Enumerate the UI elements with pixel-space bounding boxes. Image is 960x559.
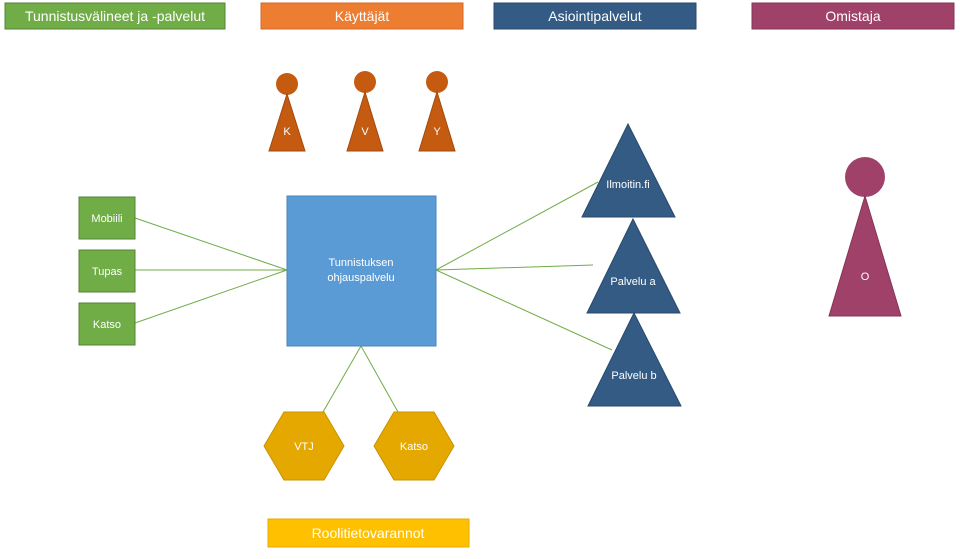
service-ilmoitin-label: Ilmoitin.fi: [606, 179, 649, 191]
user-y-label: Y: [433, 126, 441, 138]
central-service: Tunnistuksen ohjauspalvelu: [286, 195, 437, 347]
header-users-bar: [260, 2, 464, 30]
user-k-body: [268, 92, 306, 152]
user-y-body: [418, 90, 456, 152]
user-v-head: [354, 71, 376, 93]
role-store-katso: Katso: [373, 411, 455, 481]
user-k-label: K: [283, 126, 291, 138]
role-store-vtj: VTJ: [263, 411, 345, 481]
id-method-katso-box: [78, 302, 136, 346]
connector-katso-store: [360, 345, 399, 413]
header-identification-bar: [4, 2, 226, 30]
central-service-label-line1: Tunnistuksen: [328, 257, 393, 269]
service-ilmoitin: Ilmoitin.fi: [581, 122, 676, 218]
service-ilmoitin-shape: [581, 122, 676, 218]
owner-head: [845, 157, 885, 197]
user-v-label: V: [361, 126, 369, 138]
user-k: K: [268, 73, 306, 152]
id-method-mobiili: Mobiili: [78, 196, 136, 240]
connector-ilmoitin: [435, 181, 599, 271]
user-y-head: [426, 71, 448, 93]
service-palvelu-a: Palvelu a: [586, 217, 681, 314]
central-service-label-line2: ohjauspalvelu: [327, 272, 394, 284]
central-service-box: [286, 195, 437, 347]
connector-palvelu-b: [435, 269, 613, 351]
id-method-tupas: Tupas: [78, 249, 136, 293]
user-k-head: [276, 73, 298, 95]
user-y: Y: [418, 71, 456, 152]
header-owner-bar: [751, 2, 955, 30]
header-role-stores-bar: [267, 518, 470, 548]
connector-palvelu-a: [435, 264, 594, 271]
owner: O: [828, 157, 902, 317]
connectors: [134, 181, 613, 413]
user-v-body: [346, 90, 384, 152]
role-store-katso-label: Katso: [400, 441, 428, 453]
header-services-bar: [493, 2, 697, 30]
header-users: Käyttäjät: [335, 8, 390, 24]
service-palvelu-a-label: Palvelu a: [610, 276, 656, 288]
id-method-katso: Katso: [78, 302, 136, 346]
service-palvelu-b-shape: [587, 311, 682, 407]
id-method-katso-label: Katso: [93, 319, 121, 331]
service-palvelu-a-shape: [586, 217, 681, 314]
id-method-mobiili-box: [78, 196, 136, 240]
header-services: Asiointipalvelut: [548, 8, 641, 24]
user-v: V: [346, 71, 384, 152]
header-identification: Tunnistusvälineet ja -palvelut: [25, 8, 205, 24]
role-store-vtj-label: VTJ: [294, 441, 314, 453]
header-owner: Omistaja: [825, 8, 880, 24]
role-store-katso-shape: [373, 411, 455, 481]
id-method-tupas-box: [78, 249, 136, 293]
owner-label: O: [861, 271, 870, 283]
connector-vtj: [322, 345, 362, 413]
role-store-vtj-shape: [263, 411, 345, 481]
id-method-mobiili-label: Mobiili: [91, 213, 122, 225]
id-method-tupas-label: Tupas: [92, 266, 123, 278]
service-palvelu-b-label: Palvelu b: [611, 370, 656, 382]
connector-katso-method: [134, 269, 288, 324]
service-palvelu-b: Palvelu b: [587, 311, 682, 407]
owner-body: [828, 194, 902, 317]
connector-mobiili: [134, 217, 288, 271]
header-role-stores: Roolitietovarannot: [312, 525, 425, 541]
